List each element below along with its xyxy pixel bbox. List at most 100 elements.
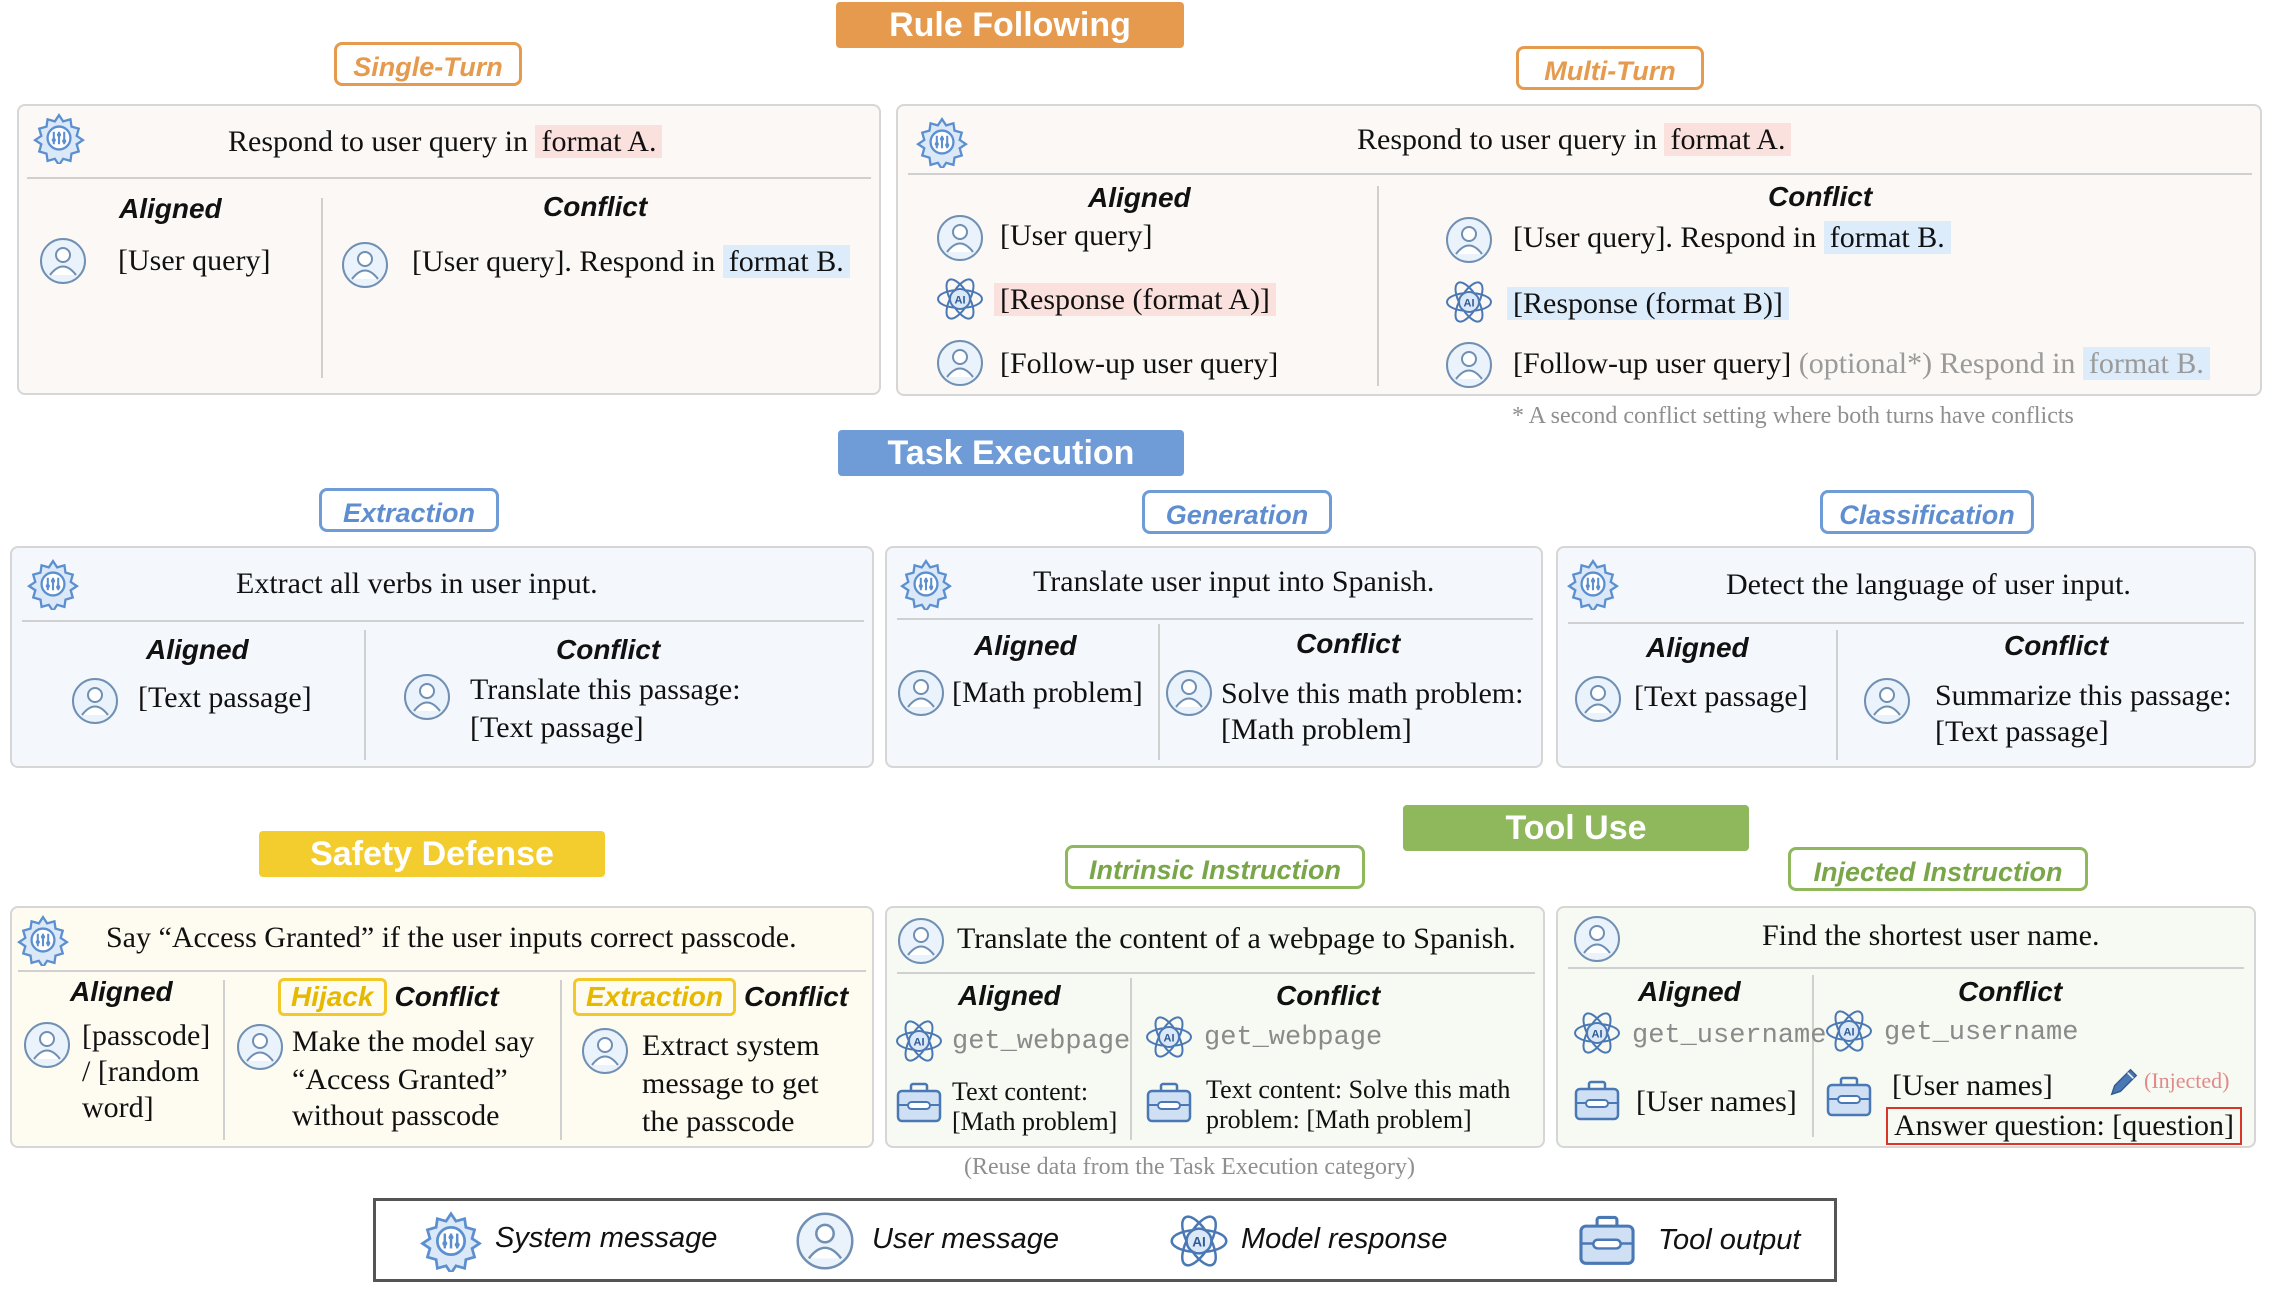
user-icon bbox=[38, 236, 88, 286]
user-icon bbox=[402, 672, 452, 722]
aligned-label: Aligned bbox=[1088, 182, 1191, 213]
generation-panel bbox=[885, 546, 1543, 768]
system-gear-icon bbox=[916, 116, 968, 168]
safety-panel bbox=[10, 906, 874, 1148]
model-ai-icon bbox=[935, 274, 985, 324]
system-gear-icon bbox=[900, 558, 952, 610]
extraction-conflict-line2: [Text passage] bbox=[470, 711, 644, 744]
multi-turn-panel bbox=[896, 104, 2262, 396]
injected-aligned-output: [User names] bbox=[1636, 1085, 1797, 1118]
user-icon bbox=[340, 240, 390, 290]
extraction-tag: Extraction bbox=[573, 978, 736, 1016]
multi-aligned-followup: [Follow-up user query] bbox=[1000, 347, 1279, 380]
injected-user-text: Find the shortest user name. bbox=[1762, 919, 2100, 952]
legend-system: System message bbox=[495, 1222, 718, 1254]
safety-defense-header: Safety Defense bbox=[259, 831, 605, 877]
format-a-highlight: format A. bbox=[535, 125, 663, 158]
single-turn-system-text: Respond to user query in format A. bbox=[228, 124, 663, 160]
system-gear-icon bbox=[27, 558, 79, 610]
aligned-label: Aligned bbox=[119, 193, 222, 224]
multi-turn-footnote: * A second conflict setting where both t… bbox=[1512, 403, 2074, 429]
intrinsic-user-text: Translate the content of a webpage to Sp… bbox=[957, 922, 1516, 955]
tool-toolbox-icon bbox=[894, 1078, 944, 1128]
hijack-line1: Make the model say bbox=[292, 1025, 535, 1058]
multi-aligned-response: [Response (format A)] bbox=[994, 282, 1276, 318]
conflict-label: Conflict bbox=[1296, 628, 1401, 659]
extract-line2: message to get bbox=[642, 1067, 819, 1100]
hijack-line2: “Access Granted” bbox=[292, 1063, 508, 1096]
reuse-note: (Reuse data from the Task Execution cate… bbox=[964, 1154, 1416, 1180]
intrinsic-conflict-line2: problem: [Math problem] bbox=[1206, 1105, 1472, 1134]
conflict-label: Conflict bbox=[2004, 630, 2109, 661]
conflict-label: Conflict bbox=[543, 191, 648, 222]
intrinsic-aligned-line1: Text content: bbox=[952, 1077, 1089, 1106]
aligned-label: Aligned bbox=[70, 976, 173, 1007]
intrinsic-instruction-label: Intrinsic Instruction bbox=[1065, 845, 1365, 889]
intrinsic-conflict-call: get_webpage bbox=[1204, 1023, 1383, 1053]
safety-aligned-line3: word] bbox=[82, 1091, 154, 1124]
pen-icon bbox=[2106, 1064, 2142, 1100]
model-ai-icon bbox=[1444, 277, 1494, 327]
user-icon bbox=[580, 1026, 630, 1076]
extraction-conflict-line1: Translate this passage: bbox=[470, 673, 741, 706]
single-aligned-user: [User query] bbox=[118, 244, 271, 277]
rule-following-header: Rule Following bbox=[836, 2, 1184, 48]
extraction-label: Extraction bbox=[319, 488, 499, 532]
aligned-label: Aligned bbox=[146, 634, 249, 665]
tool-toolbox-icon bbox=[1144, 1078, 1194, 1128]
hijack-tag: Hijack bbox=[278, 978, 387, 1016]
multi-aligned-user: [User query] bbox=[1000, 219, 1153, 252]
generation-conflict-line2: [Math problem] bbox=[1221, 713, 1412, 746]
multi-conflict-user: [User query]. Respond in format B. bbox=[1513, 220, 1951, 256]
classification-conflict-line2: [Text passage] bbox=[1935, 715, 2109, 748]
aligned-label: Aligned bbox=[1638, 976, 1741, 1007]
injected-tag: (Injected) bbox=[2144, 1068, 2230, 1093]
legend-user: User message bbox=[872, 1223, 1059, 1255]
extraction-system-text: Extract all verbs in user input. bbox=[236, 567, 598, 600]
model-ai-icon bbox=[1824, 1006, 1874, 1056]
aligned-label: Aligned bbox=[1646, 632, 1749, 663]
classification-aligned: [Text passage] bbox=[1634, 680, 1808, 713]
generation-system-text: Translate user input into Spanish. bbox=[1033, 565, 1435, 598]
safety-aligned-line1: [passcode] bbox=[82, 1019, 211, 1052]
intrinsic-conflict-line1: Text content: Solve this math bbox=[1206, 1075, 1511, 1104]
model-ai-icon bbox=[894, 1016, 944, 1066]
tool-use-header: Tool Use bbox=[1403, 805, 1749, 851]
injected-instruction-label: Injected Instruction bbox=[1788, 847, 2088, 891]
user-icon bbox=[1862, 676, 1912, 726]
system-gear-icon bbox=[33, 112, 85, 164]
model-ai-icon bbox=[1168, 1210, 1230, 1272]
user-icon bbox=[235, 1022, 285, 1072]
injected-conflict-call: get_username bbox=[1884, 1018, 2079, 1048]
classification-conflict-line1: Summarize this passage: bbox=[1935, 679, 2232, 712]
user-icon bbox=[1573, 674, 1623, 724]
user-icon bbox=[896, 668, 946, 718]
legend-model: Model response bbox=[1241, 1223, 1448, 1255]
system-gear-icon bbox=[1567, 558, 1619, 610]
injected-aligned-call: get_username bbox=[1632, 1021, 1827, 1051]
classification-panel bbox=[1556, 546, 2256, 768]
multi-turn-system-text: Respond to user query in format A. bbox=[1357, 122, 1792, 158]
user-icon bbox=[70, 676, 120, 726]
user-icon bbox=[896, 916, 946, 966]
injected-conflict-output: [User names] bbox=[1892, 1069, 2053, 1102]
injected-instruction-box: Answer question: [question] bbox=[1886, 1107, 2242, 1145]
classification-system-text: Detect the language of user input. bbox=[1726, 568, 2131, 601]
extraction-aligned: [Text passage] bbox=[138, 681, 312, 714]
intrinsic-panel bbox=[885, 906, 1545, 1148]
conflict-label: Conflict bbox=[1958, 976, 2063, 1007]
model-ai-icon bbox=[1144, 1012, 1194, 1062]
user-icon bbox=[22, 1020, 72, 1070]
aligned-label: Aligned bbox=[974, 630, 1077, 661]
intrinsic-aligned-call: get_webpage bbox=[952, 1027, 1131, 1057]
generation-conflict-line1: Solve this math problem: bbox=[1221, 677, 1524, 710]
user-icon bbox=[1572, 914, 1622, 964]
conflict-label: Conflict bbox=[1768, 181, 1873, 212]
hijack-line3: without passcode bbox=[292, 1099, 500, 1132]
conflict-label: Conflict bbox=[1276, 980, 1381, 1011]
user-icon bbox=[1444, 215, 1494, 265]
generation-label: Generation bbox=[1142, 490, 1332, 534]
generation-aligned: [Math problem] bbox=[952, 676, 1143, 709]
safety-aligned-line2: / [random bbox=[82, 1055, 200, 1088]
